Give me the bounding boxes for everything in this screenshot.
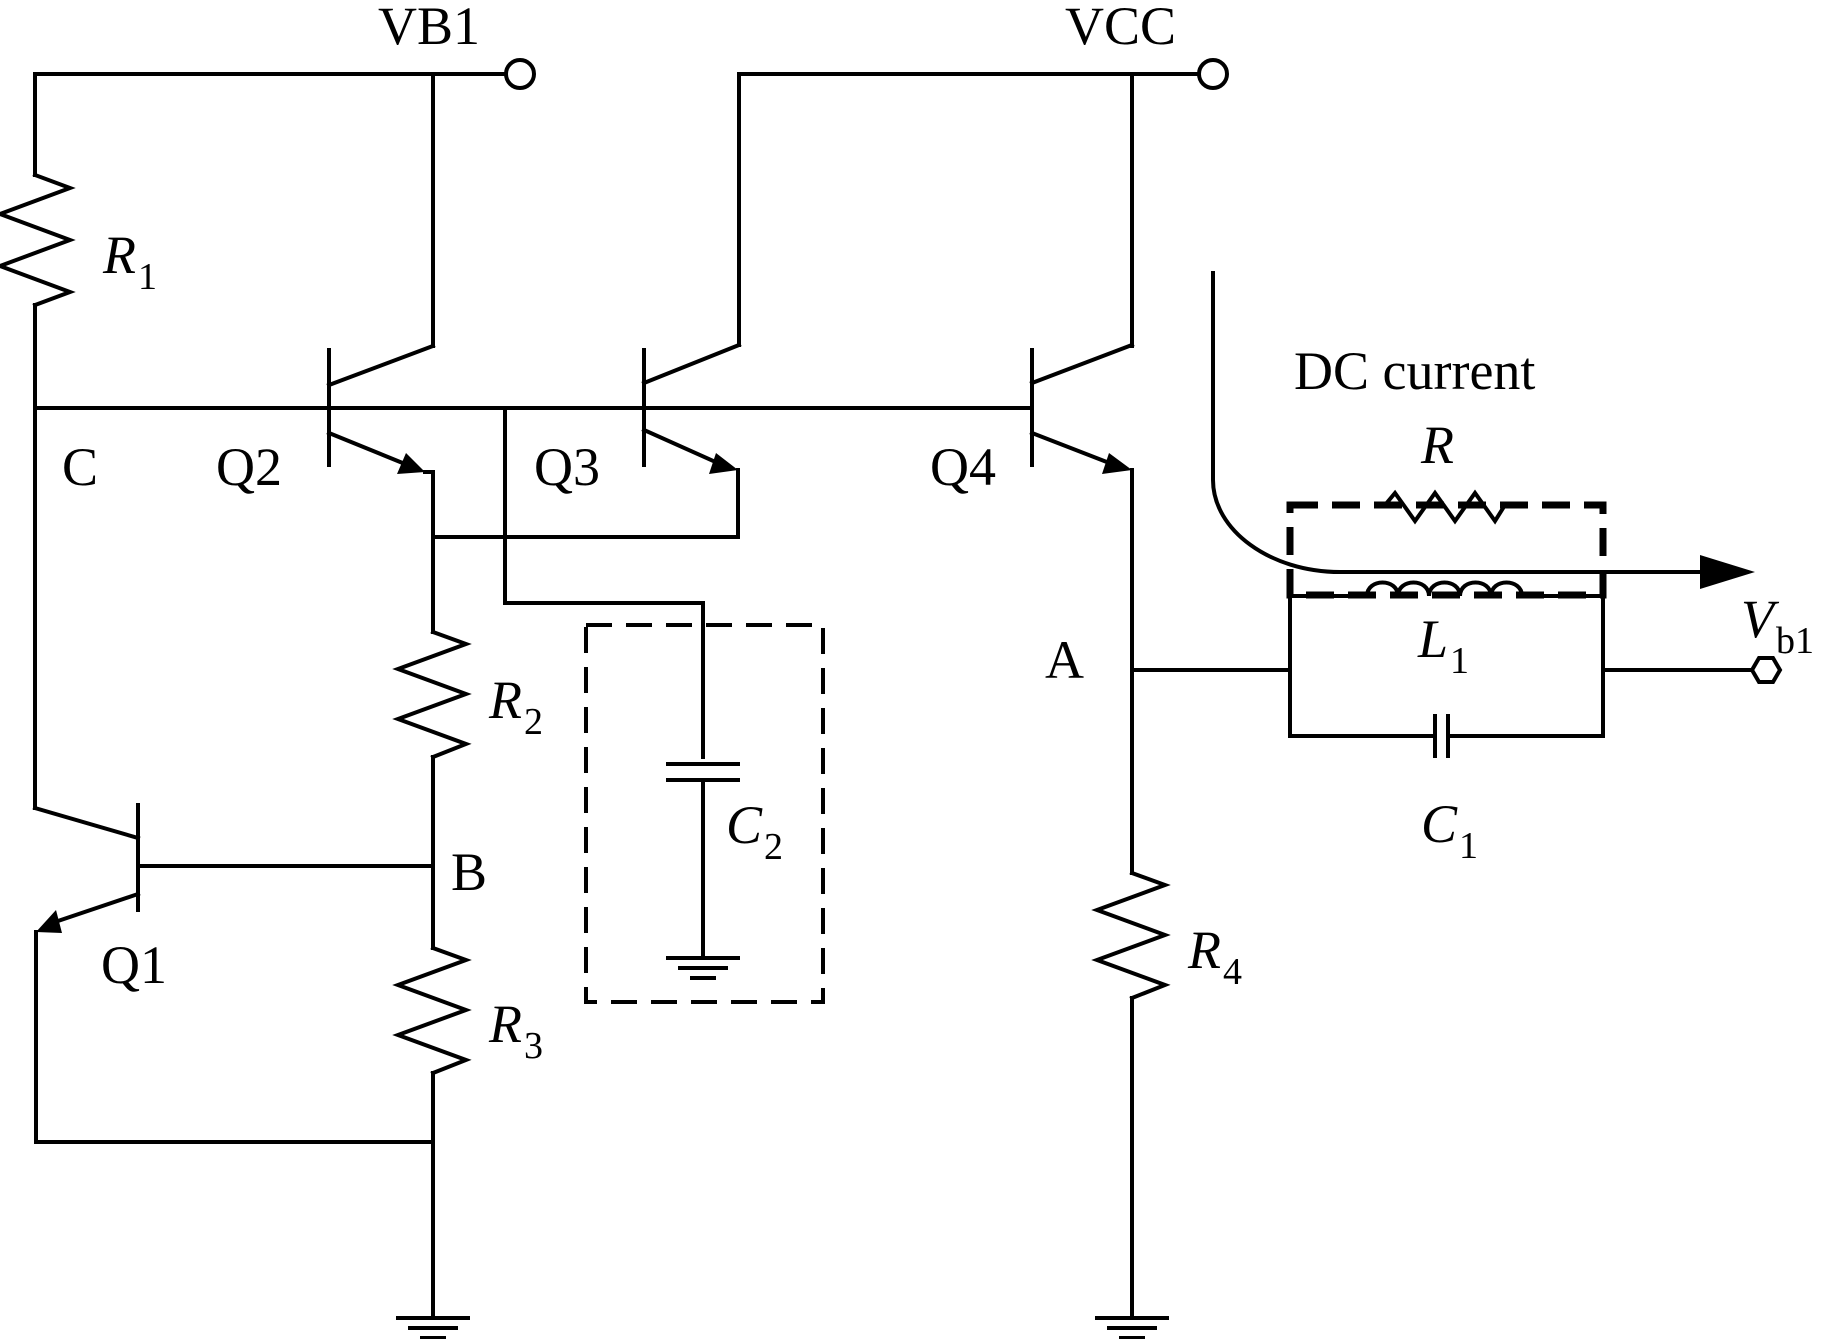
vb1-label: VB1 [378,0,480,56]
resistor-r4 [1091,870,1171,1001]
vcc-rail [737,72,1198,348]
wire-q2-emitter [423,470,435,634]
vcc-label: VCC [1065,0,1176,56]
transistor-q2 [326,343,436,474]
r-label: R [1420,415,1454,475]
r2-label: R2 [488,670,543,743]
vb1-terminal[interactable] [504,58,536,90]
ground-c2 [666,956,740,980]
resistor-r1 [0,172,76,308]
wire-q1-emitter [34,930,435,1144]
r3-label: R3 [488,994,543,1067]
resistor-r [1382,489,1508,525]
resistor-r2 [392,629,472,760]
r4-label: R4 [1187,920,1242,993]
transistor-q3 [641,342,742,474]
c2-label: C2 [726,795,783,868]
wire-to-c2 [503,406,705,759]
c2-dashed-box [584,623,825,1004]
wire-q3-emitter [431,468,740,539]
l1-label: L1 [1417,609,1469,682]
transistor-q1 [32,803,141,933]
r-dashed-box [1286,501,1607,599]
vb1-output-terminal[interactable] [1749,656,1783,684]
dc-current-arrow [1211,271,1702,574]
resistor-r3 [392,945,472,1076]
dc-current-arrowhead [1700,555,1755,589]
vcc-terminal[interactable] [1197,58,1229,90]
node-a-label: A [1045,630,1084,690]
node-b-label: B [451,842,487,902]
ground-left [396,1316,470,1339]
r1-label: R1 [102,225,157,298]
capacitor-c1 [1288,714,1605,758]
dc-current-label: DC current [1294,341,1535,401]
capacitor-c2 [666,762,740,960]
q3-label: Q3 [534,437,600,497]
q1-label: Q1 [101,935,167,995]
node-c-label: C [62,437,98,497]
vb1-output-label: Vb1 [1741,589,1814,662]
c1-label: C1 [1421,794,1478,867]
q2-label: Q2 [216,437,282,497]
transistor-q4 [1029,342,1135,474]
q4-label: Q4 [930,437,996,497]
ground-right [1095,1316,1169,1339]
vb1-rail [33,72,505,348]
